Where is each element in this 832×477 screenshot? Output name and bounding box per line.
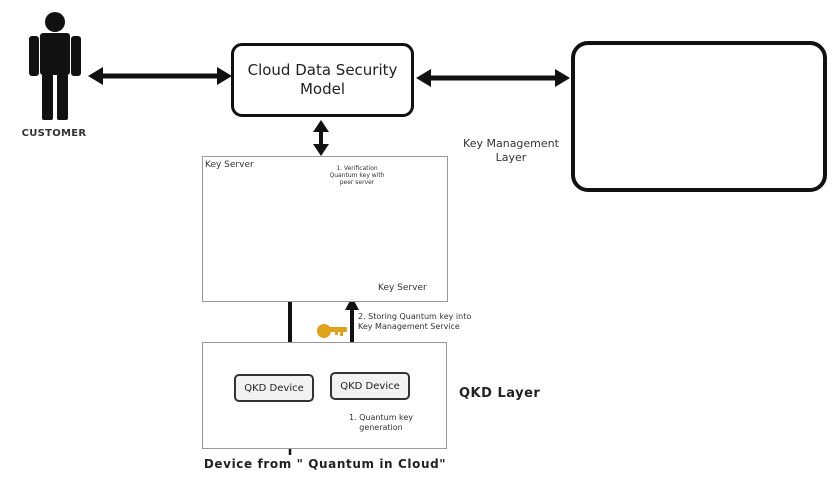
- verification-line2: Quantum key with: [329, 172, 385, 179]
- storing-step-label: 2. Storing Quantum key into Key Manageme…: [358, 312, 508, 332]
- qkd-layer-label: QKD Layer: [459, 386, 541, 401]
- qkd-device-right: QKD Device: [330, 372, 410, 400]
- microsoft-label: Microsoft: [716, 112, 780, 128]
- cloud-data-security-model-box: Cloud Data Security Model: [231, 43, 414, 117]
- model-keyserver-arrow: [313, 120, 329, 156]
- key-server-panel: [202, 156, 448, 302]
- model-title-line2: Model: [299, 80, 346, 98]
- quantum-generation-label: 1. Quantum key generation: [336, 413, 426, 433]
- model-title-line1: Cloud Data Security: [247, 61, 398, 79]
- customer-model-arrow: [88, 67, 232, 85]
- customer-icon: [29, 12, 81, 120]
- local-cloud-label-line2: with Aneka: [612, 156, 668, 167]
- key-management-layer-label: Key Management Layer: [446, 137, 576, 165]
- storing-line2: Key Management Service: [358, 322, 460, 331]
- key-icon-lower: [317, 324, 347, 338]
- generation-line1: 1. Quantum key: [348, 413, 414, 422]
- key-server-bottom-label: Key Server: [378, 283, 427, 293]
- key-server-top-label: Key Server: [205, 160, 254, 170]
- local-cloud-label: Local Cloud with Aneka: [598, 140, 682, 172]
- qkd-device-left: QKD Device: [234, 374, 314, 402]
- model-cloud-arrow: [416, 69, 570, 87]
- model-title: Cloud Data Security Model: [248, 61, 398, 99]
- local-cloud-label-line1: Local Cloud: [611, 144, 669, 155]
- customer-label: CUSTOMER: [21, 128, 87, 139]
- kml-line2: Layer: [495, 151, 527, 164]
- quantum-device-source-label: Device from " Quantum in Cloud": [203, 457, 447, 471]
- verification-label: 1. Verification Quantum key with peer se…: [320, 165, 394, 186]
- generation-line2: generation: [359, 423, 403, 432]
- kml-line1: Key Management: [463, 137, 559, 150]
- amazon-label: Amazon: [603, 69, 665, 87]
- storing-line1: 2. Storing Quantum key into: [358, 312, 472, 321]
- cloud-providers-box: [571, 41, 827, 192]
- verification-line1: 1. Verification: [336, 165, 378, 172]
- verification-line3: peer server: [339, 179, 375, 186]
